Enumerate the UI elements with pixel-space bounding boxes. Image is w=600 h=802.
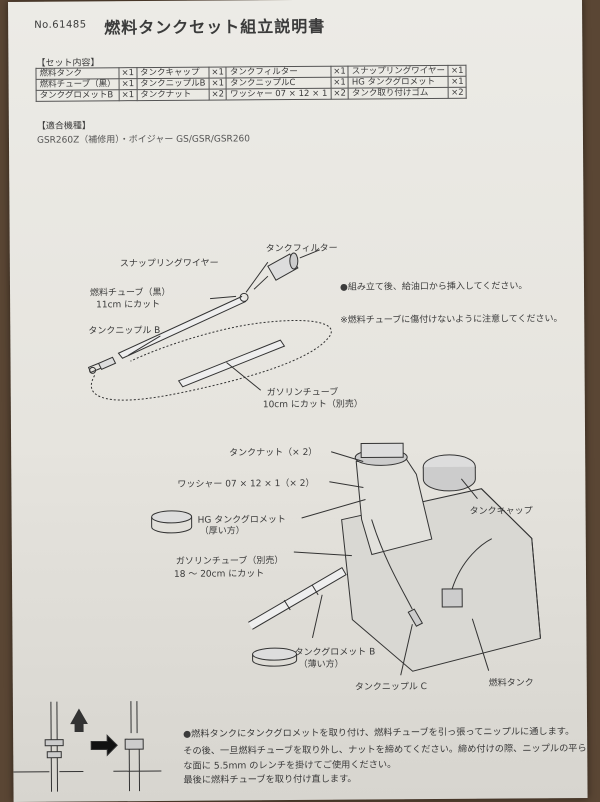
label-gas-tube-cut: 10cm にカット（別売） — [263, 397, 363, 411]
label-fuel-tube-cut: 11cm にカット — [96, 297, 160, 310]
label-fuel-tank: 燃料タンク — [489, 675, 534, 688]
instruction-line: その後、一旦燃料チューブを取り外し、ナットを締めてください。締め付けの際、ニップ… — [183, 740, 587, 757]
label-nipple-c: タンクニップル C — [355, 679, 427, 693]
label-gas-tube-b-cut: 18 ～ 20cm にカット — [174, 566, 264, 580]
label-tank-nut: タンクナット（× 2） — [229, 445, 317, 459]
inset-figure — [13, 701, 162, 792]
note-caution: ※燃料チューブに傷付けないように注意してください。 — [340, 311, 562, 326]
tank-cap-drawing — [423, 455, 475, 491]
label-gas-tube-b: ガソリンチューブ（別売） — [176, 553, 284, 567]
label-tank-cap: タンクキャップ — [470, 503, 533, 516]
label-nipple-b: タンクニップル B — [88, 323, 160, 337]
gas-tube-drawing — [178, 340, 284, 387]
label-grommet-b-thin: （薄い方） — [299, 657, 344, 670]
grommet-b-drawing — [253, 648, 297, 666]
label-snap-ring-wire: スナップリングワイヤー — [120, 256, 219, 270]
instruction-line: 最後に燃料チューブを取り付け直します。 — [183, 771, 356, 786]
label-hg-grommet-thick: （厚い方） — [200, 523, 245, 536]
hg-grommet-drawing — [152, 511, 192, 533]
tank-filter-drawing — [254, 253, 298, 289]
label-washer: ワッシャー 07 × 12 × 1（× 2） — [177, 476, 314, 490]
label-tank-filter: タンクフィルター — [266, 241, 338, 255]
nipple-b-drawing — [88, 357, 115, 373]
instruction-line: ●燃料タンクにタンクグロメットを取り付け、燃料チューブを引っ張ってニップルに通し… — [183, 723, 574, 740]
instruction-line: な面に 5.5mm のレンチを掛けてご使用ください。 — [183, 756, 396, 771]
note-insert: ●組み立て後、給油口から挿入してください。 — [340, 278, 527, 292]
